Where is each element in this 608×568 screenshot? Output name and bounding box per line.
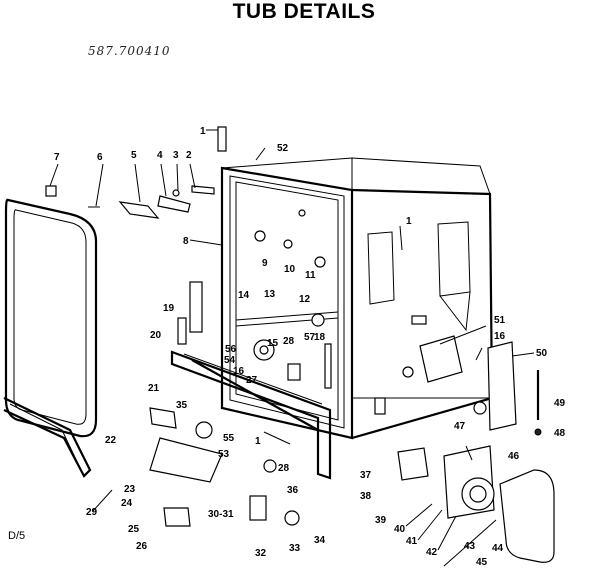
- callout-label: 16: [233, 366, 245, 377]
- callout-label: 54: [224, 355, 236, 366]
- callout-label: 39: [375, 515, 387, 526]
- callout-label: 25: [128, 524, 140, 535]
- callout-label: 8: [183, 236, 189, 247]
- callout-label: 47: [454, 421, 466, 432]
- tub-small-parts: [177, 209, 332, 389]
- callout-label: 44: [492, 543, 504, 554]
- callout-label: 28: [278, 463, 290, 474]
- callout-label: 53: [218, 449, 230, 460]
- callout-label: 1: [406, 216, 412, 227]
- callout-label: 4: [157, 150, 163, 161]
- callout-label: 15: [267, 338, 279, 349]
- callout-label: 2: [186, 150, 192, 161]
- callout-label: 1: [200, 126, 206, 137]
- callout-label: 21: [148, 383, 160, 394]
- callout-label: 34: [314, 535, 326, 546]
- callout-label: 12: [299, 294, 311, 305]
- callout-label: 56: [225, 344, 237, 355]
- diagram-title: TUB DETAILS: [232, 0, 376, 23]
- callout-label: 18: [314, 332, 326, 343]
- callout-label: 55: [223, 433, 235, 444]
- callout-label: 46: [508, 451, 520, 462]
- base-toe-plate: [170, 350, 332, 480]
- latch-assembly: [149, 407, 300, 527]
- callout-label: 11: [305, 270, 316, 281]
- callout-label: 38: [360, 491, 372, 502]
- callout-label: 37: [360, 470, 372, 481]
- callout-label: 20: [150, 330, 162, 341]
- callout-label: 13: [264, 289, 276, 300]
- callout-label: 30-31: [208, 509, 234, 520]
- callout-label: 27: [246, 375, 258, 386]
- callout-label: 51: [494, 315, 506, 326]
- callout-label: 50: [536, 348, 548, 359]
- callout-label: 52: [277, 143, 289, 154]
- callout-label: 9: [262, 258, 268, 269]
- callout-label: 42: [426, 547, 438, 558]
- callout-label: 7: [54, 152, 60, 163]
- callout-label: 36: [287, 485, 299, 496]
- callout-label: 40: [394, 524, 406, 535]
- callout-label: 6: [97, 152, 103, 163]
- callout-label: 5: [131, 150, 137, 161]
- callout-label: 45: [476, 557, 488, 568]
- callout-label: 23: [124, 484, 136, 495]
- callout-label: 24: [121, 498, 133, 509]
- callout-label: 35: [176, 400, 188, 411]
- callout-label: 57: [304, 332, 316, 343]
- callout-label: 29: [86, 507, 98, 518]
- leader-lines: [49, 129, 535, 567]
- door-gasket: [3, 198, 98, 478]
- callout-label: 1: [255, 436, 261, 447]
- callout-label: 19: [163, 303, 175, 314]
- callout-label: 32: [255, 548, 267, 559]
- callout-label: 43: [464, 541, 476, 552]
- callout-label: 26: [136, 541, 148, 552]
- tub-front-frame: [220, 157, 494, 440]
- callout-label: 14: [238, 290, 250, 301]
- hinge-parts: [45, 126, 227, 219]
- callout-label: 41: [406, 536, 418, 547]
- callout-labels: 1 1 1 2 3 4 5 6 7 8 9 10 11 12 13 14 15 …: [54, 126, 566, 568]
- callout-label: 10: [284, 264, 296, 275]
- callout-label: 33: [289, 543, 301, 554]
- callout-label: 16: [494, 331, 506, 342]
- callout-label: 22: [105, 435, 117, 446]
- pump-motor-assembly: [397, 315, 555, 563]
- callout-label: 48: [554, 428, 566, 439]
- model-number: 587.700410: [88, 44, 171, 58]
- callout-label: 3: [173, 150, 179, 161]
- page-code: D/5: [8, 530, 26, 542]
- callout-label: 28: [283, 336, 295, 347]
- callout-label: 49: [554, 398, 566, 409]
